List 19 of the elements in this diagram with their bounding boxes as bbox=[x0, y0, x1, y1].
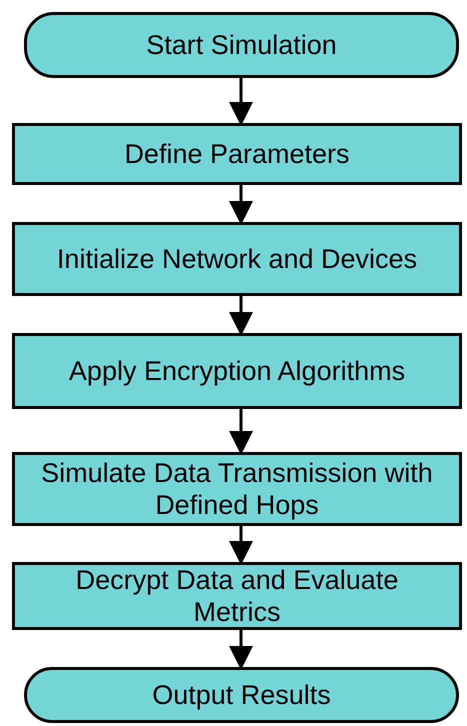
arrow bbox=[229, 409, 253, 455]
process-box bbox=[12, 123, 462, 185]
step-label: Output Results bbox=[152, 679, 331, 711]
step-label: Initialize Network and Devices bbox=[56, 243, 418, 275]
step-label: Start Simulation bbox=[146, 29, 337, 61]
arrow bbox=[229, 296, 253, 336]
arrow bbox=[229, 185, 253, 225]
arrow bbox=[229, 630, 253, 670]
arrow bbox=[229, 78, 253, 126]
process-box bbox=[12, 452, 462, 526]
step-label: Decrypt Data and Evaluate Metrics bbox=[74, 564, 400, 628]
step-label: Simulate Data Transmission with Defined Hops bbox=[40, 457, 434, 521]
process-box bbox=[12, 333, 462, 409]
process-box bbox=[12, 222, 462, 296]
step-label: Define Parameters bbox=[124, 138, 350, 170]
process-box bbox=[12, 562, 462, 630]
step-label: Apply Encryption Algorithms bbox=[68, 355, 406, 387]
terminal-box bbox=[24, 12, 459, 78]
arrow bbox=[229, 526, 253, 565]
